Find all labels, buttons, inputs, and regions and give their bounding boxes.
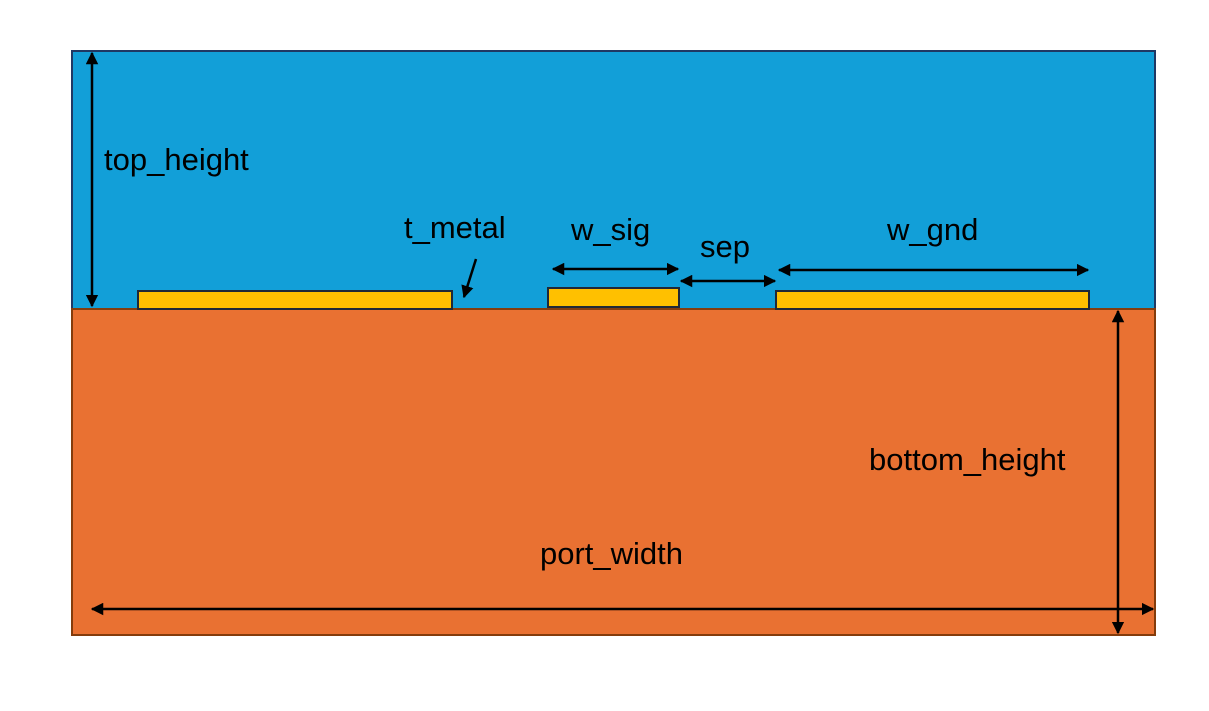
w-gnd-label: w_gnd	[886, 212, 978, 247]
bottom-height-label: bottom_height	[869, 442, 1066, 477]
ground-strip-right	[775, 290, 1090, 310]
sep-label: sep	[700, 229, 750, 264]
bottom-region	[71, 308, 1156, 636]
w-sig-label: w_sig	[570, 212, 650, 247]
signal-strip	[547, 287, 680, 308]
t-metal-label: t_metal	[404, 210, 506, 245]
ground-strip-left	[137, 290, 453, 310]
t-metal-arrow	[461, 258, 478, 299]
top-height-label: top_height	[104, 142, 249, 177]
port-width-label: port_width	[540, 536, 683, 571]
